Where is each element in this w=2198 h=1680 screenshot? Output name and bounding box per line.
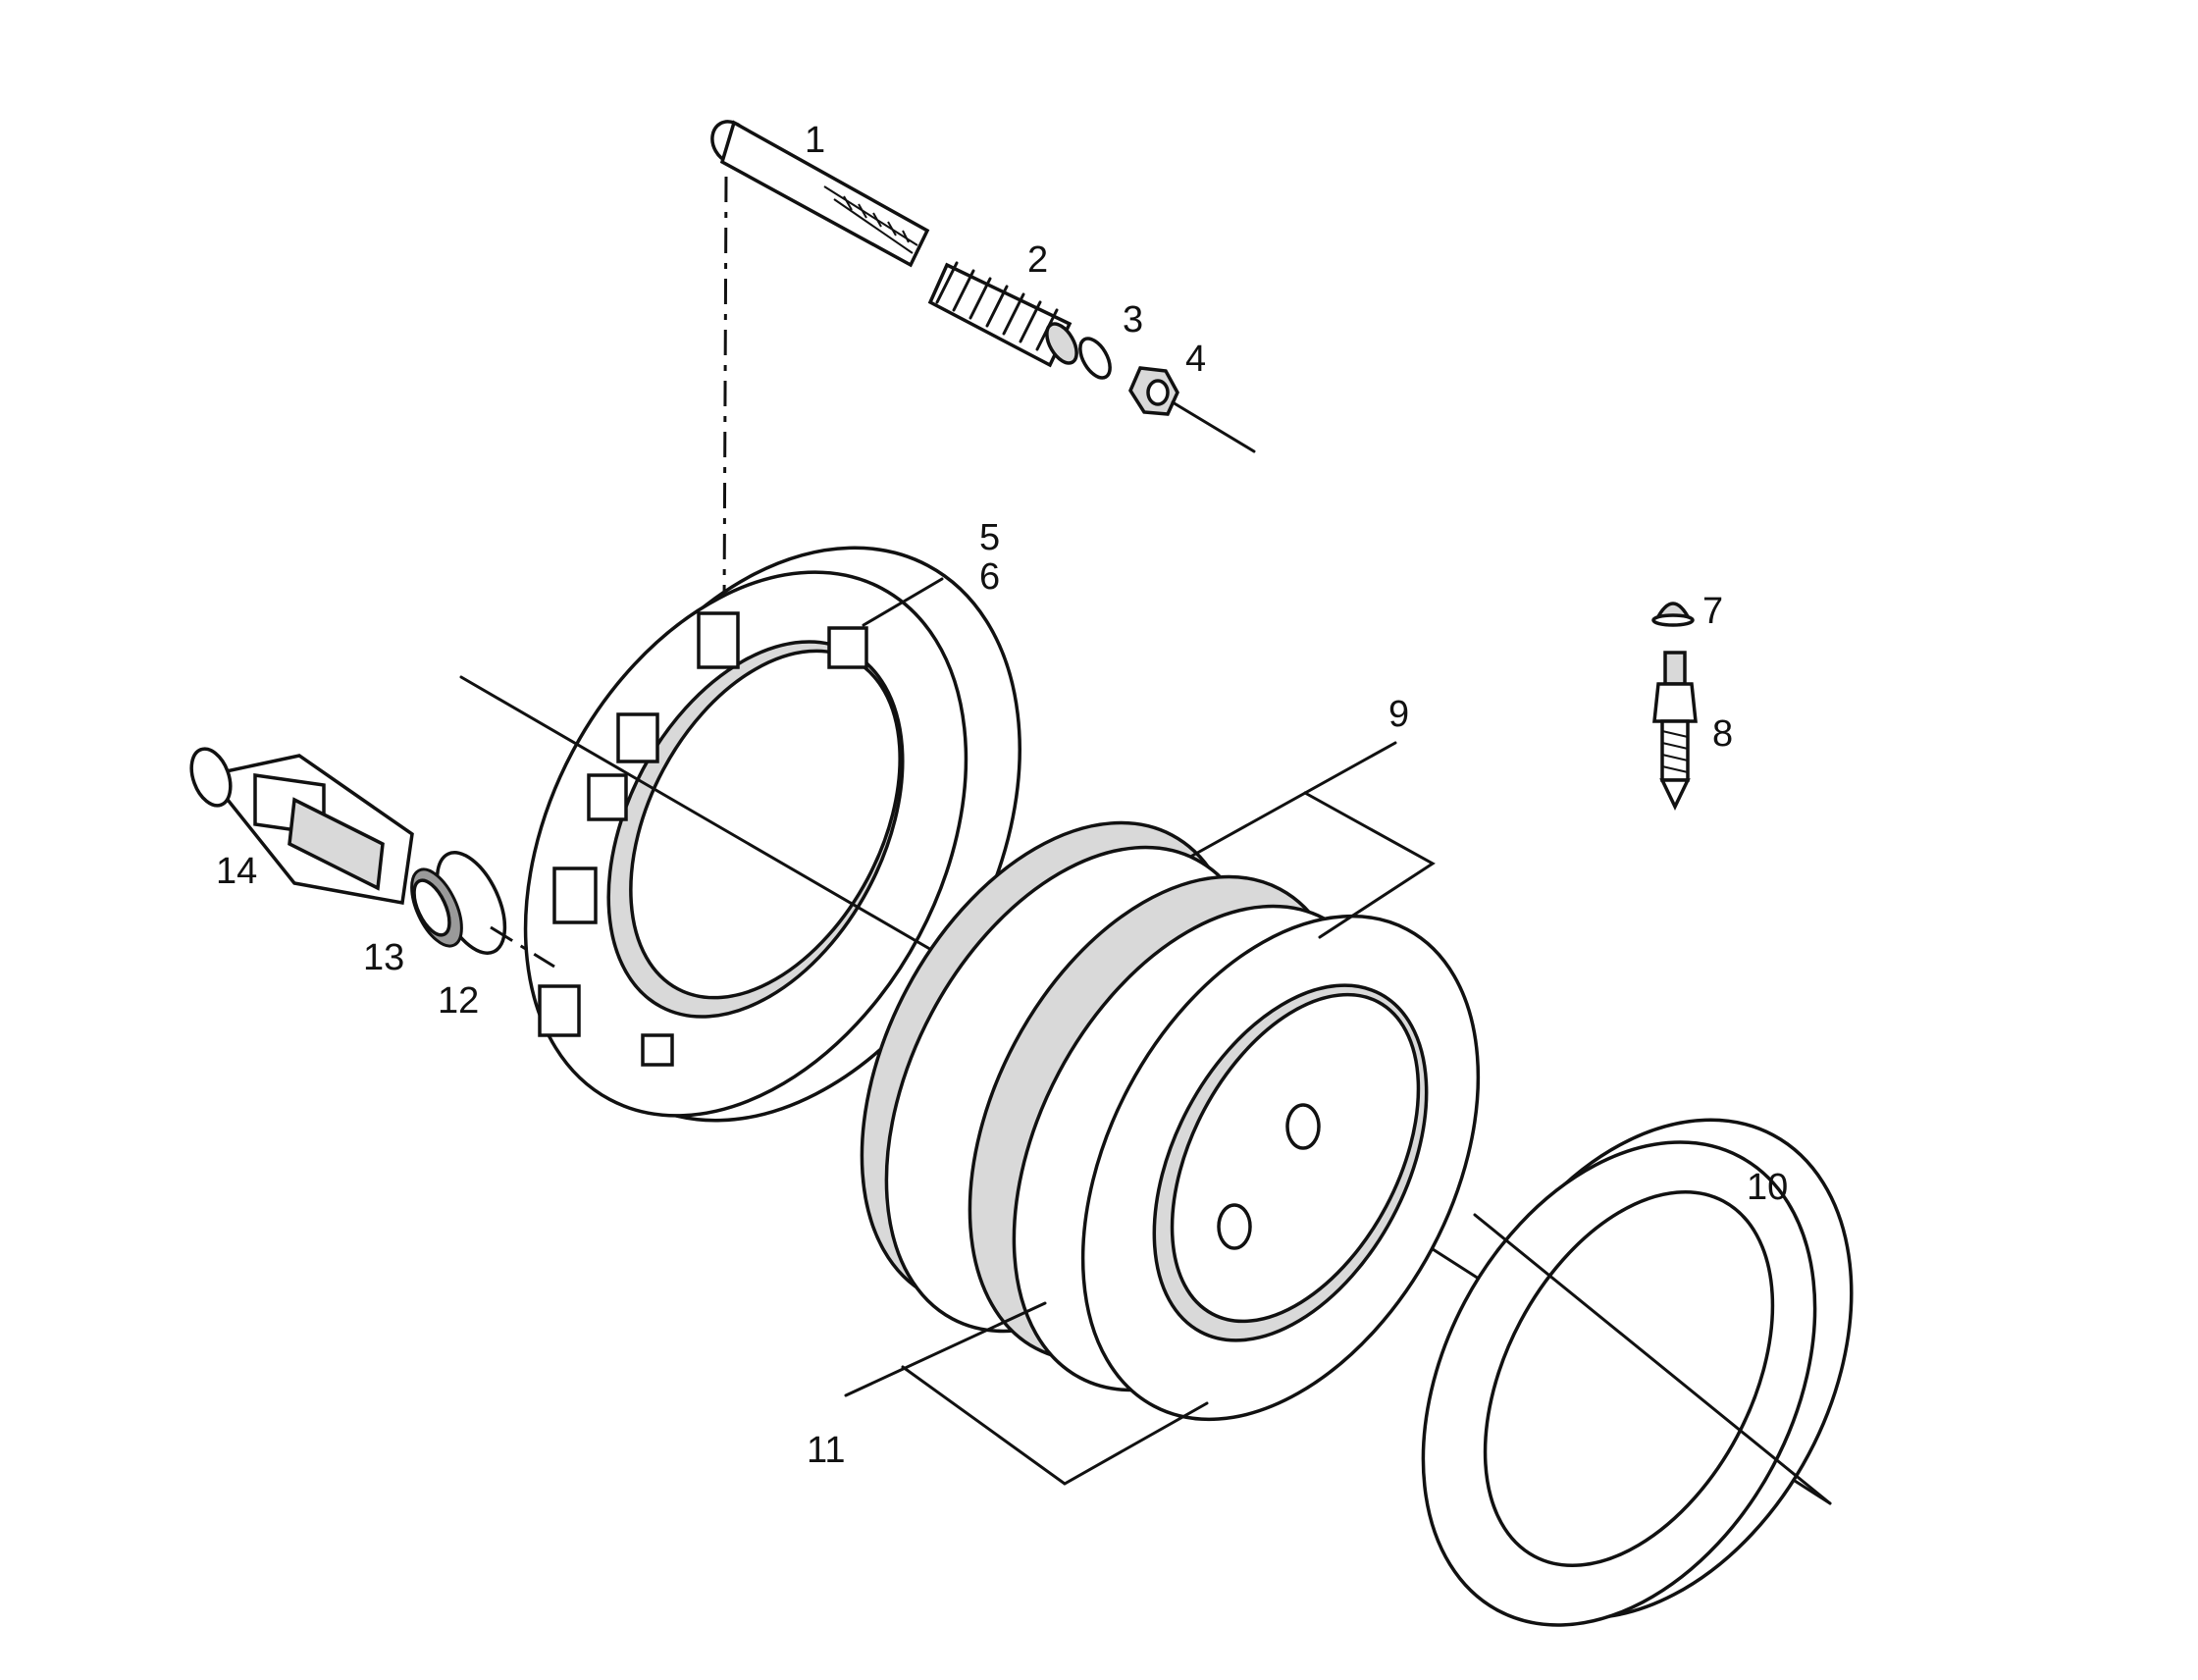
label-4: 4 — [1185, 339, 1206, 380]
label-11: 11 — [807, 1430, 845, 1471]
label-5-6-leader — [862, 577, 944, 627]
label-5: 5 — [979, 517, 1000, 558]
label-7: 7 — [1702, 591, 1723, 632]
part-7-cap-base — [1651, 613, 1695, 627]
bolt-alignment-line — [722, 176, 728, 609]
part-4-nut — [1128, 366, 1179, 416]
part-9-leader-a — [1190, 741, 1397, 858]
part-9-bracket — [1303, 791, 1436, 939]
part-12-13-bearing — [410, 851, 507, 955]
label-12: 12 — [438, 980, 479, 1022]
label-14: 14 — [216, 851, 257, 892]
main-axis-line-left — [459, 675, 954, 964]
ring-axis-line — [1473, 1213, 1832, 1505]
label-3: 3 — [1123, 299, 1143, 341]
part-8-bleed-nipple — [1652, 651, 1698, 812]
label-6: 6 — [979, 556, 1000, 598]
label-1: 1 — [805, 120, 825, 161]
label-9: 9 — [1388, 694, 1409, 735]
part-9-11-clutch-discs — [860, 820, 1481, 1422]
part-11-leader-a — [844, 1301, 1047, 1397]
part-14-shaft — [189, 747, 414, 906]
label-10: 10 — [1747, 1167, 1788, 1208]
label-8: 8 — [1712, 713, 1733, 755]
label-13: 13 — [363, 937, 404, 978]
bolt-axis-line — [1171, 400, 1256, 453]
part-11-bracket — [901, 1365, 1209, 1486]
label-2: 2 — [1027, 239, 1048, 281]
part-3-washer — [1078, 337, 1112, 380]
part-10-ring — [1421, 1118, 1854, 1627]
part-2-spring — [927, 261, 1078, 368]
part-1-bolt — [710, 120, 930, 268]
part-5-6-pressure-plate — [523, 546, 1021, 1123]
part-labels: 1 2 3 4 5 6 7 8 9 10 11 12 13 14 — [216, 120, 1788, 1471]
shaft-axis-line — [490, 925, 555, 969]
